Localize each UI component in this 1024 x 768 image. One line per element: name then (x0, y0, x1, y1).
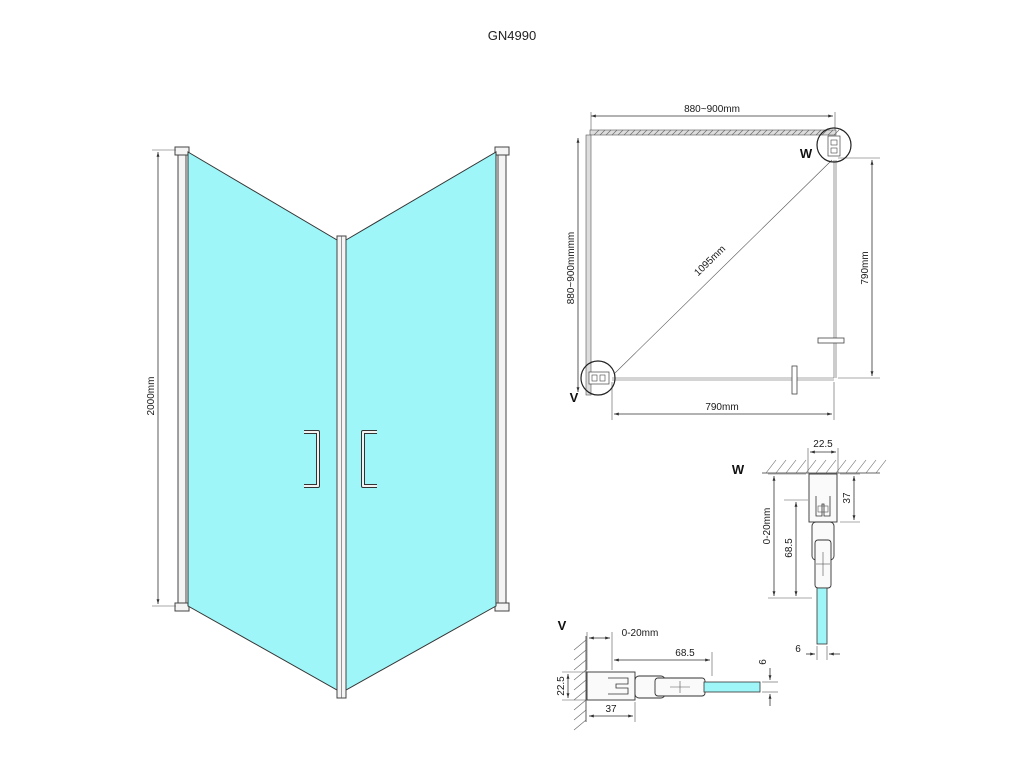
detail-v-view: V 0-20mm 68.5 6 22.5 (556, 618, 778, 731)
detail-v-profile-label: 68.5 (675, 648, 695, 659)
plan-marker-w: W (800, 146, 813, 161)
right-wall-cap-top (494, 146, 510, 156)
detail-v-glass-label: 6 (758, 659, 769, 665)
right-wall-profile (497, 149, 507, 611)
left-wall-cap-top (174, 146, 190, 156)
height-label: 2000mm (146, 377, 157, 416)
detail-w-width-label: 22.5 (813, 439, 833, 450)
plan-right-opening-label: 790mm (860, 251, 871, 284)
detail-v-adjust-label: 0-20mm (622, 628, 659, 639)
detail-w-glass-label: 6 (795, 644, 801, 655)
drawing-title: GN4990 (488, 28, 536, 43)
plan-view: 1095mm 880~900mm 880~900mmmm 790mm 790mm… (566, 104, 880, 420)
detail-w-adjust-label: 0-20mm (762, 508, 773, 545)
detail-w-marker: W (732, 462, 745, 477)
detail-w-view: W 22.5 37 0-20mm 68.5 (732, 439, 887, 660)
detail-w-profile-label: 68.5 (784, 538, 795, 558)
left-wall-cap-bottom (174, 602, 190, 612)
detail-v-width-label: 22.5 (556, 676, 567, 696)
detail-w-callout-circle (816, 127, 852, 163)
detail-v-depth-label: 37 (605, 704, 617, 715)
left-glass-door (187, 151, 338, 691)
right-glass-door (345, 151, 497, 691)
detail-v-callout-circle (580, 360, 616, 396)
plan-depth-label: 880~900mmmm (566, 232, 577, 305)
plan-bottom-opening-label: 790mm (705, 402, 738, 413)
detail-v-glass (703, 681, 761, 693)
plan-marker-v: V (570, 390, 579, 405)
left-wall-profile (177, 149, 187, 611)
elevation-view: 2000mm (146, 146, 510, 699)
right-wall-cap-bottom (494, 602, 510, 612)
plan-handle-right (817, 337, 845, 344)
diagonal-label: 1095mm (692, 244, 728, 279)
plan-width-label: 880~900mm (684, 104, 740, 115)
detail-v-marker: V (558, 618, 567, 633)
plan-handle-bottom (791, 365, 798, 395)
top-wall-hatch (593, 129, 840, 136)
detail-w-glass (816, 587, 828, 645)
detail-w-depth-label: 37 (842, 492, 853, 504)
